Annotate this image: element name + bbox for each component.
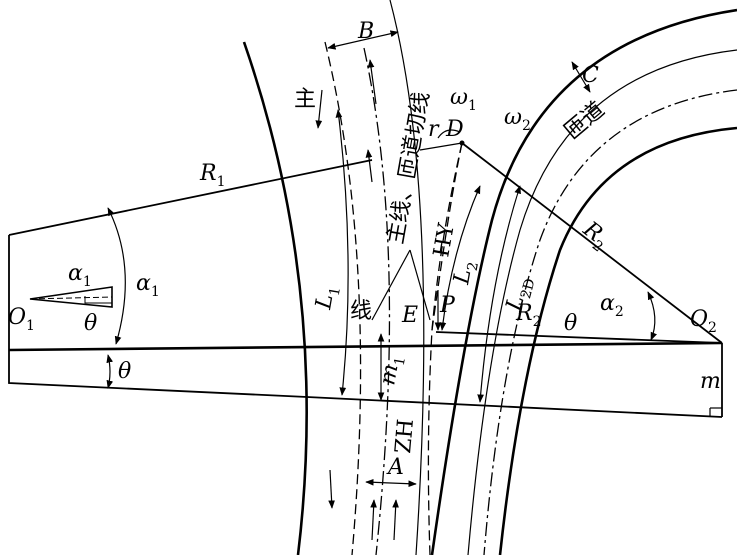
l2-arrow bbox=[439, 185, 481, 331]
label-r1: R1 bbox=[199, 161, 226, 190]
label-r2-top: R2 bbox=[575, 216, 614, 255]
label-r: r bbox=[428, 117, 440, 142]
mainline-right-edge bbox=[389, 0, 425, 555]
theta-arc-left bbox=[106, 354, 114, 389]
label-xian: 线 bbox=[350, 299, 372, 324]
ramp-outer-edge bbox=[430, 8, 737, 555]
alpha2-arc bbox=[647, 291, 657, 341]
label-b: B bbox=[357, 19, 374, 44]
l1-arrow bbox=[335, 109, 349, 396]
label-a: A bbox=[386, 455, 404, 480]
left-box-outline bbox=[8, 235, 308, 398]
mainline-left-edge bbox=[242, 41, 308, 555]
radius-r1-line bbox=[8, 159, 373, 236]
ramp-inner-edge bbox=[498, 126, 737, 555]
label-omega1: ω1 bbox=[450, 85, 477, 114]
label-theta-right: θ bbox=[564, 311, 577, 336]
traffic-arrow-up-top bbox=[367, 59, 377, 105]
label-alpha2: α2 bbox=[600, 291, 624, 320]
label-omega2: ω2 bbox=[504, 105, 531, 134]
label-p: P bbox=[439, 293, 456, 318]
bottom-line bbox=[306, 396, 723, 418]
label-d: D bbox=[445, 117, 464, 142]
r-arc bbox=[437, 129, 461, 139]
ramp-centreline bbox=[483, 89, 737, 555]
label-l1: L1 bbox=[311, 284, 344, 313]
o1-angle-bisector bbox=[29, 296, 113, 300]
label-theta-small: θ bbox=[84, 311, 97, 336]
label-r2-mid: R2 bbox=[515, 301, 542, 330]
label-l2: L2 bbox=[449, 259, 482, 288]
label-theta-left: θ bbox=[118, 359, 131, 384]
mainline-lane-dashed bbox=[324, 41, 362, 555]
label-alpha1-small: α1 bbox=[68, 261, 92, 290]
label-m: m bbox=[700, 369, 721, 394]
alpha1-arc bbox=[107, 207, 126, 345]
traffic-arrow-up-bottom-2 bbox=[392, 499, 399, 541]
o1-angle-triangle bbox=[29, 286, 113, 308]
label-zhu: 主 bbox=[294, 87, 316, 112]
traffic-arrow-up-mid bbox=[365, 149, 373, 183]
label-hy: HY bbox=[429, 221, 460, 259]
traffic-arrow-down-top bbox=[315, 89, 323, 129]
c-dimension bbox=[571, 61, 591, 93]
tangent-v-right bbox=[409, 249, 431, 321]
label-e: E bbox=[401, 303, 418, 328]
label-alpha1-large: α1 bbox=[136, 271, 160, 300]
b-dimension bbox=[327, 30, 399, 50]
l2d-arrow bbox=[477, 185, 521, 403]
label-c: C bbox=[582, 63, 599, 88]
e-o2-line bbox=[435, 331, 723, 344]
label-tangent: 主线、匝道切线 bbox=[383, 90, 434, 246]
traffic-arrow-down-bottom bbox=[328, 469, 335, 509]
tangent-v-left bbox=[371, 249, 411, 321]
a-dimension bbox=[365, 478, 417, 488]
label-l2d: L2D bbox=[501, 274, 538, 316]
label-o2: O2 bbox=[690, 307, 717, 336]
label-o1: O1 bbox=[8, 305, 35, 334]
radius-r2-line bbox=[461, 142, 723, 344]
o1-o2-line bbox=[8, 341, 723, 352]
label-zh: ZH bbox=[391, 418, 419, 455]
mainline-centreline bbox=[363, 47, 391, 555]
label-m1: m1 bbox=[375, 353, 409, 387]
traffic-arrow-up-bottom bbox=[370, 499, 377, 541]
transition-dashed-curve bbox=[427, 142, 463, 555]
d-connector bbox=[419, 142, 463, 151]
